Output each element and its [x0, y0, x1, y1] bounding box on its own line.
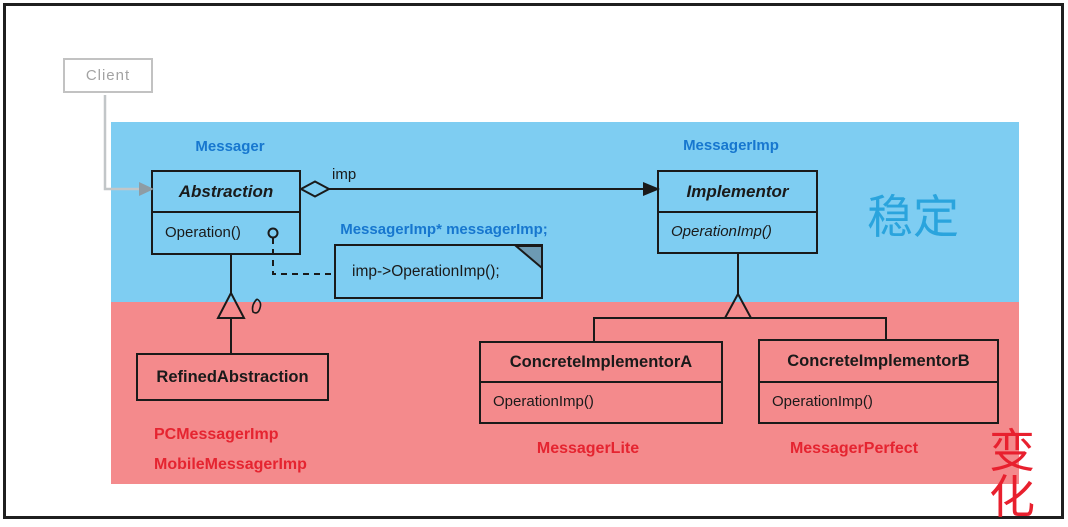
abstraction-class-box: Abstraction Operation() — [151, 170, 301, 255]
mobile-messager-imp-label: MobileMessagerImp — [154, 456, 307, 473]
client-class-name: Client — [85, 67, 131, 84]
code-note-text: imp->OperationImp(); — [352, 262, 500, 280]
refined-abstraction-class-box: RefinedAbstraction — [136, 353, 329, 401]
abstraction-method: Operation() — [165, 223, 241, 241]
concrete-implementor-a-class-box: ConcreteImplementorA OperationImp() — [479, 341, 723, 424]
pc-messager-imp-label: PCMessagerImp — [154, 426, 279, 443]
member-declaration-label: MessagerImp* messagerImp; — [340, 221, 548, 238]
client-class-box: Client — [63, 58, 153, 93]
stable-region-label: 稳定 — [867, 191, 959, 243]
code-note-box: imp->OperationImp(); — [334, 244, 543, 299]
abstraction-class-name: Abstraction — [153, 172, 299, 213]
messager-perfect-alias-label: MessagerPerfect — [789, 440, 919, 457]
concrete-implementor-a-method: OperationImp() — [493, 393, 594, 410]
change-region-label: 变化 — [989, 425, 1035, 523]
refined-abstraction-class-name: RefinedAbstraction — [156, 367, 309, 386]
outer-frame: Client Abstraction Operation() Implement… — [3, 3, 1064, 523]
messagerimp-alias-label: MessagerImp — [683, 137, 779, 154]
implementor-method: OperationImp() — [671, 223, 772, 240]
implementor-class-box: Implementor OperationImp() — [657, 170, 818, 254]
messager-lite-alias-label: MessagerLite — [536, 440, 640, 457]
concrete-implementor-b-method: OperationImp() — [772, 393, 873, 410]
implementor-class-name: Implementor — [659, 172, 816, 213]
concrete-implementor-b-class-box: ConcreteImplementorB OperationImp() — [758, 339, 999, 424]
messager-alias-label: Messager — [195, 138, 265, 155]
concrete-implementor-b-class-name: ConcreteImplementorB — [760, 341, 997, 383]
concrete-implementor-a-class-name: ConcreteImplementorA — [481, 343, 721, 383]
imp-edge-label: imp — [332, 166, 357, 183]
